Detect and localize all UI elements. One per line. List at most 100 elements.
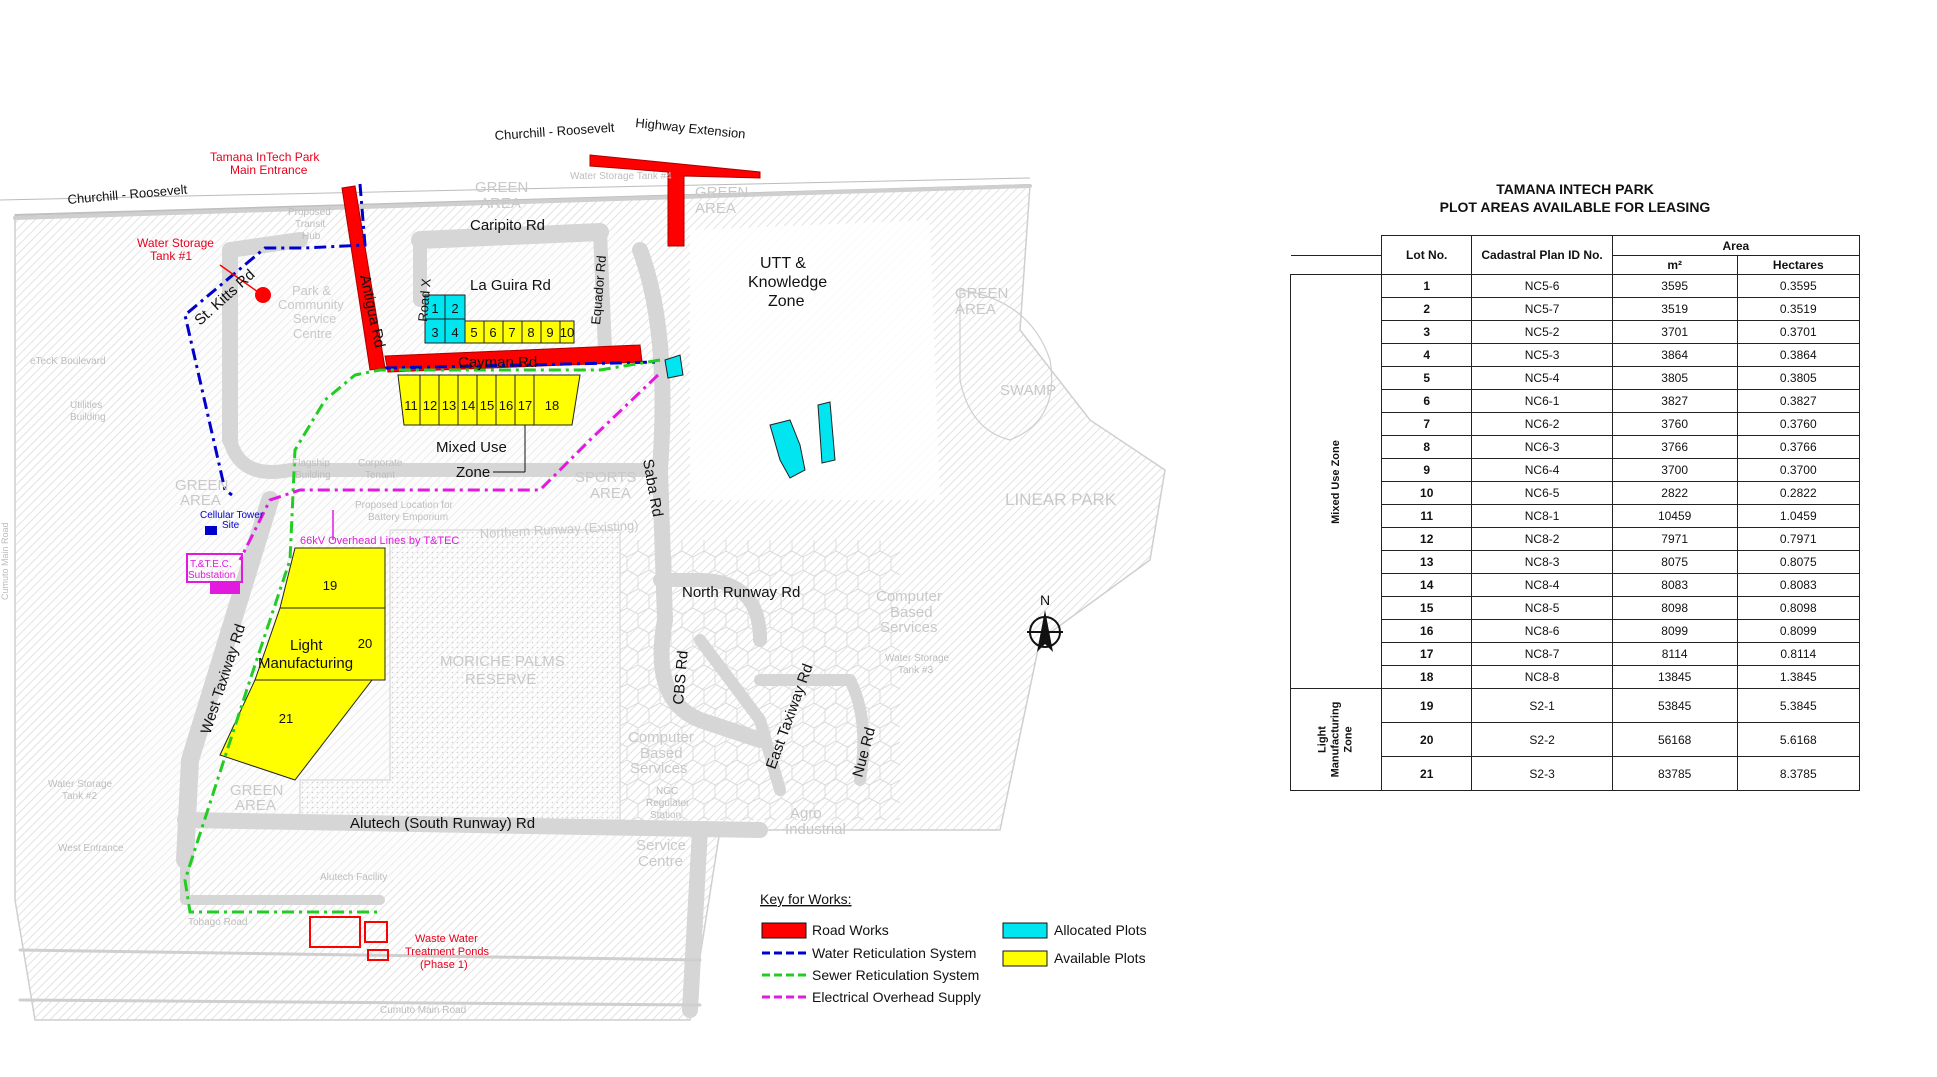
- cell-m2: 2822: [1611, 481, 1738, 505]
- lot-label-18: 18: [545, 398, 559, 413]
- cell-m2: 3519: [1611, 297, 1738, 321]
- label-light-1: Light: [290, 637, 323, 654]
- label-green-area-3a: GREEN: [955, 285, 1008, 302]
- label-service-centre-2: Centre: [638, 853, 683, 870]
- legend-label-water: Water Reticulation System: [812, 945, 976, 961]
- label-flagship-1: Flagship: [292, 458, 330, 469]
- legend-label-allocated: Allocated Plots: [1054, 922, 1147, 938]
- lot-label-14: 14: [461, 398, 475, 413]
- legend-label-available: Available Plots: [1054, 950, 1146, 966]
- plots: [219, 294, 836, 781]
- cell-lot: 20: [1380, 722, 1473, 757]
- cell-cadastral: NC5-6: [1471, 274, 1613, 298]
- cell-m2: 8098: [1611, 596, 1738, 620]
- cell-hectares: 0.2822: [1736, 481, 1861, 505]
- label-green-area-2b: AREA: [695, 200, 736, 217]
- label-green-area-4a: GREEN: [175, 477, 228, 494]
- cell-cadastral: NC8-4: [1471, 573, 1613, 597]
- cell-hectares: 1.3845: [1736, 665, 1861, 689]
- cell-hectares: 0.7971: [1736, 527, 1861, 551]
- label-main-entrance-2: Main Entrance: [230, 163, 308, 177]
- cell-lot: 7: [1380, 412, 1473, 436]
- label-alutech-facility: Alutech Facility: [320, 872, 387, 883]
- zone-light-label: Light Manufacturing Zone: [1316, 701, 1355, 778]
- label-park-1: Park &: [292, 283, 331, 298]
- label-cbs-upper-1: Computer: [876, 588, 942, 605]
- label-park-4: Centre: [293, 326, 332, 341]
- label-moriche-2: RESERVE: [465, 671, 536, 688]
- lot-label-1: 1: [431, 301, 438, 316]
- lot-label-4: 4: [451, 325, 458, 340]
- header-m2: m²: [1611, 255, 1738, 275]
- label-cbs: CBS Rd: [670, 650, 692, 705]
- label-green-area-5b: AREA: [235, 797, 276, 814]
- cell-cadastral: NC5-3: [1471, 343, 1613, 367]
- label-cell-tower-2: Site: [222, 520, 240, 531]
- label-battery-2: Battery Emporium: [368, 512, 448, 523]
- label-west-entrance: West Entrance: [58, 843, 124, 854]
- plot-areas-panel: TAMANA INTECH PARK PLOT AREAS AVAILABLE …: [1290, 180, 1861, 791]
- cell-lot: 14: [1380, 573, 1473, 597]
- label-cumuto-left: Cumuto Main Road: [0, 522, 10, 600]
- cell-hectares: 0.3519: [1736, 297, 1861, 321]
- label-swamp: SWAMP: [1000, 382, 1056, 399]
- label-cbs-upper-3: Services: [880, 619, 938, 636]
- header-blank: [1290, 235, 1382, 256]
- label-corporate-1: Corporate: [358, 458, 403, 469]
- plot-18: [533, 374, 581, 426]
- plot-21: [219, 679, 374, 781]
- label-cell-tower-1: Cellular Tower: [200, 510, 264, 521]
- label-green-area-3b: AREA: [955, 301, 996, 318]
- table-header-row: Lot No.Cadastral Plan ID No.Area: [1290, 235, 1861, 275]
- label-utt-1: UTT &: [760, 255, 806, 272]
- lot-label-13: 13: [442, 398, 456, 413]
- cell-hectares: 0.3701: [1736, 320, 1861, 344]
- cell-hectares: 8.3785: [1736, 756, 1861, 791]
- cell-cadastral: NC6-1: [1471, 389, 1613, 413]
- plot-10: [559, 320, 575, 344]
- cell-hectares: 0.3766: [1736, 435, 1861, 459]
- lot-label-15: 15: [480, 398, 494, 413]
- label-cumuto-bottom: Cumuto Main Road: [380, 1005, 466, 1016]
- legend-label-road-works: Road Works: [812, 922, 889, 938]
- label-mixed-use: Mixed Use: [436, 439, 507, 456]
- cell-m2: 8114: [1611, 642, 1738, 666]
- wwtp-pond-1: [309, 916, 361, 948]
- label-linear-park: LINEAR PARK: [1005, 490, 1117, 509]
- utility-lines: [183, 183, 661, 914]
- lot-label-20: 20: [358, 636, 372, 651]
- label-zone: Zone: [456, 464, 490, 481]
- cell-m2: 3700: [1611, 458, 1738, 482]
- label-la-guira: La Guira Rd: [470, 277, 551, 294]
- north-arrow-icon: [1027, 610, 1063, 652]
- zone-light-manufacturing: Light Manufacturing Zone: [1290, 688, 1382, 791]
- cell-hectares: 0.3700: [1736, 458, 1861, 482]
- lot-label-6: 6: [489, 325, 496, 340]
- cell-m2: 56168: [1611, 722, 1738, 757]
- label-transit-2: Transit: [295, 219, 325, 230]
- label-agro-1: Agro: [790, 805, 822, 822]
- legend: Key for Works: Road Works Water Reticula…: [760, 891, 1147, 1005]
- lot-label-5: 5: [470, 325, 477, 340]
- header-cadastral: Cadastral Plan ID No.: [1471, 235, 1613, 275]
- water-line: [183, 183, 367, 497]
- cell-lot: 2: [1380, 297, 1473, 321]
- cell-hectares: 0.8075: [1736, 550, 1861, 574]
- cell-lot: 9: [1380, 458, 1473, 482]
- label-utt-3: Zone: [768, 293, 805, 310]
- label-tank2-1: Water Storage: [48, 779, 113, 790]
- lot-label-12: 12: [423, 398, 437, 413]
- label-road-x: Road X: [415, 277, 434, 322]
- cell-cadastral: NC5-4: [1471, 366, 1613, 390]
